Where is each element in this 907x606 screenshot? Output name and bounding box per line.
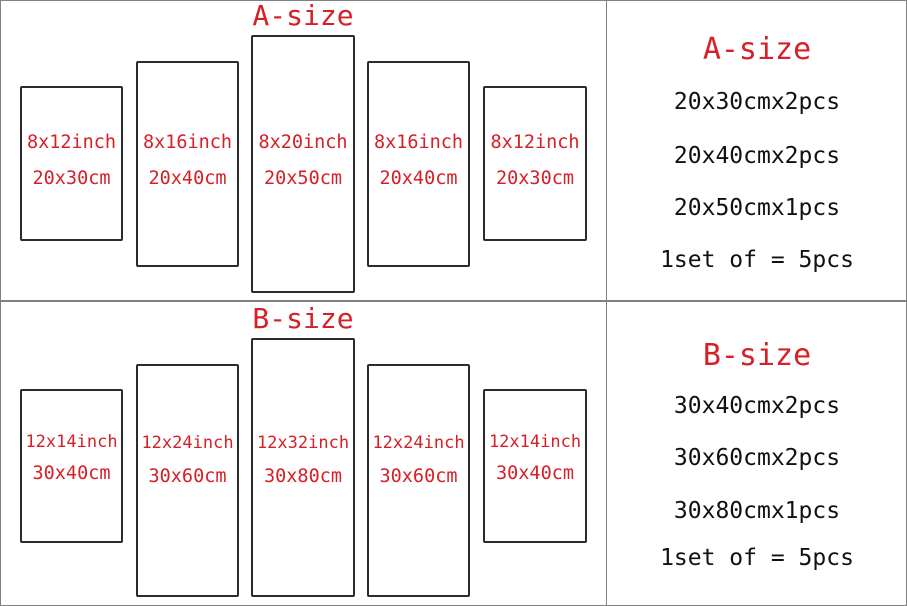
- a-size-summary: A-size 20x30cmx2pcs 20x40cmx2pcs 20x50cm…: [607, 0, 907, 300]
- b-summary-line-1: 30x40cmx2pcs: [673, 393, 841, 419]
- b-panel-3-cm: 30x80cm: [264, 466, 342, 487]
- b-size-title: B-size: [252, 302, 354, 335]
- a-panel-2-cm: 20x40cm: [148, 168, 227, 189]
- a-panel-5: 8x12inch 20x30cm: [483, 86, 587, 241]
- a-panel-3: 8x20inch 20x50cm: [251, 35, 355, 293]
- a-summary-line-2: 20x40cmx2pcs: [673, 143, 841, 169]
- a-panel-5-cm: 20x30cm: [496, 168, 574, 189]
- a-summary-line-3: 20x50cmx1pcs: [673, 195, 841, 221]
- b-panel-2-cm: 30x60cm: [148, 466, 227, 487]
- b-panel-3-inch: 12x32inch: [256, 433, 350, 453]
- b-panel-2-inch: 12x24inch: [141, 433, 234, 453]
- b-panel-5-cm: 30x40cm: [496, 463, 574, 484]
- a-panel-3-inch: 8x20inch: [258, 132, 348, 153]
- a-summary-line-1: 20x30cmx2pcs: [673, 89, 841, 115]
- a-panel-3-cm: 20x50cm: [264, 168, 342, 189]
- b-panel-1-cm: 30x40cm: [32, 463, 111, 484]
- a-panel-2-inch: 8x16inch: [142, 132, 233, 153]
- a-panel-2: 8x16inch 20x40cm: [136, 61, 239, 267]
- b-panel-5-inch: 12x14inch: [488, 432, 582, 452]
- b-panel-4: 12x24inch 30x60cm: [367, 364, 470, 597]
- a-panel-1-inch: 8x12inch: [26, 132, 117, 153]
- section-divider-vertical: [606, 0, 607, 606]
- a-panel-5-inch: 8x12inch: [490, 132, 580, 153]
- a-panel-4: 8x16inch 20x40cm: [367, 61, 470, 267]
- b-panel-4-cm: 30x60cm: [379, 466, 458, 487]
- b-panel-1-inch: 12x14inch: [25, 432, 118, 452]
- a-summary-line-4: 1set of = 5pcs: [660, 247, 854, 273]
- a-summary-title: A-size: [702, 32, 812, 67]
- a-size-diagram: A-size 8x12inch 20x30cm 8x16inch 20x40cm…: [0, 0, 606, 300]
- b-panel-4-inch: 12x24inch: [372, 433, 465, 453]
- a-panel-4-inch: 8x16inch: [373, 132, 464, 153]
- b-panel-3: 12x32inch 30x80cm: [251, 338, 355, 597]
- b-summary-line-2: 30x60cmx2pcs: [673, 445, 841, 471]
- a-size-title: A-size: [252, 0, 354, 32]
- b-size-summary: B-size 30x40cmx2pcs 30x60cmx2pcs 30x80cm…: [607, 302, 907, 606]
- b-panel-5: 12x14inch 30x40cm: [483, 389, 587, 543]
- b-summary-line-3: 30x80cmx1pcs: [673, 498, 841, 524]
- b-summary-line-4: 1set of = 5pcs: [660, 545, 854, 571]
- b-size-diagram: B-size 12x14inch 30x40cm 12x24inch 30x60…: [0, 302, 606, 606]
- b-panel-2: 12x24inch 30x60cm: [136, 364, 239, 597]
- a-panel-1: 8x12inch 20x30cm: [20, 86, 123, 241]
- a-panel-1-cm: 20x30cm: [32, 168, 111, 189]
- a-panel-4-cm: 20x40cm: [379, 168, 458, 189]
- section-divider-horizontal: [0, 300, 907, 302]
- b-panel-1: 12x14inch 30x40cm: [20, 389, 123, 543]
- b-summary-title: B-size: [702, 338, 812, 373]
